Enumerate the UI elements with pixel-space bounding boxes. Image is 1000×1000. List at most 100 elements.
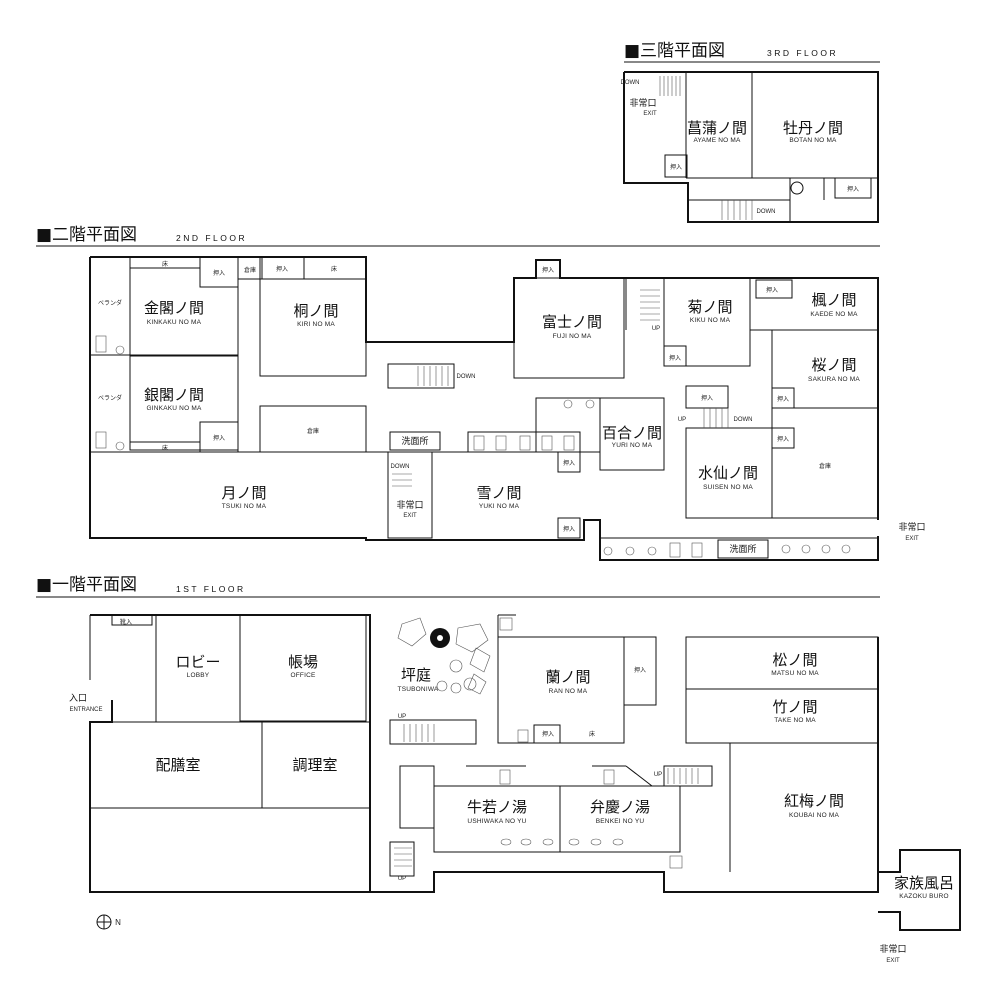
room-take-name: 竹ノ間 xyxy=(772,698,817,716)
room-sakura-name: 桜ノ間 xyxy=(811,356,856,374)
second-up-label-2: UP xyxy=(678,417,686,423)
room-ran-name: 蘭ノ間 xyxy=(545,668,590,686)
compass-north-label: N xyxy=(115,918,121,927)
sakura-oshiire: 押入 xyxy=(777,395,789,403)
room-kiri-name: 桐ノ間 xyxy=(293,302,338,320)
ran-toko: 床 xyxy=(589,730,595,738)
ran-oshiire: 押入 xyxy=(542,730,554,738)
room-sakura-sub: SAKURA NO MA xyxy=(808,376,860,383)
kinkaku-toko: 床 xyxy=(162,260,168,268)
room-haizen-name: 配膳室 xyxy=(155,756,200,774)
first-floor-subtitle: 1ST FLOOR xyxy=(176,584,246,594)
room-office-sub: OFFICE xyxy=(290,672,315,679)
room-kazoku-sub: KAZOKU BURO xyxy=(899,893,949,900)
room-lobby-sub: LOBBY xyxy=(187,672,210,679)
room-benkei-name: 弁慶ノ湯 xyxy=(590,798,650,816)
room-entrance-sub: ENTRANCE xyxy=(69,707,102,713)
room-ayame-name: 菖蒲ノ間 xyxy=(687,119,747,137)
room-ginkaku-name: 銀閣ノ間 xyxy=(144,386,204,404)
second-exit-en-2: EXIT xyxy=(905,536,919,542)
room-ran-sub: RAN NO MA xyxy=(549,688,588,695)
room-yuki-sub: YUKI NO MA xyxy=(479,503,520,510)
room-chouri-name: 調理室 xyxy=(292,756,337,774)
room-suisen-sub: SUISEN NO MA xyxy=(703,484,753,491)
room-ushiwaka-sub: USHIWAKA NO YU xyxy=(467,818,526,825)
veranda-2: ベランダ xyxy=(98,394,122,402)
kinkaku-oshiire: 押入 xyxy=(213,269,225,277)
room-koubai-name: 紅梅ノ間 xyxy=(784,792,844,810)
first-exit-en: EXIT xyxy=(886,958,900,964)
fuji-oshiire: 押入 xyxy=(542,266,554,274)
room-suisen-name: 水仙ノ間 xyxy=(698,464,758,482)
room-fuji-sub: FUJI NO MA xyxy=(553,333,592,340)
garden-stones xyxy=(397,617,491,695)
second-floor-plan: ■二階平面図 2ND FLOOR DOWN UP xyxy=(36,225,926,561)
third-down-label: DOWN xyxy=(621,80,640,86)
room-tsuboniwa-name: 坪庭 xyxy=(401,666,431,684)
third-floor-plan: ■三階平面図 3RD FLOOR DOWN DOWN 非常口 EXIT 菖蒲ノ間… xyxy=(621,41,880,223)
room-kiku-sub: KIKU NO MA xyxy=(690,317,731,324)
second-down-label-3: DOWN xyxy=(391,464,410,470)
first-up-label-2: UP xyxy=(654,772,662,778)
room-kiku-name: 菊ノ間 xyxy=(687,298,732,316)
second-exit-jp-1: 非常口 xyxy=(396,499,423,511)
stair-oshiire: 押入 xyxy=(701,394,713,402)
first-floor-title: ■一階平面図 xyxy=(36,575,137,595)
kaede-oshiire: 押入 xyxy=(766,286,778,294)
third-down-label-2: DOWN xyxy=(757,209,776,215)
room-entrance-name: 入口 xyxy=(69,693,87,704)
room-kaede-sub: KAEDE NO MA xyxy=(810,311,858,318)
room-lobby-name: ロビー xyxy=(175,653,220,671)
kiri-oshiire: 押入 xyxy=(276,265,288,273)
souko-3: 倉庫 xyxy=(819,462,831,470)
second-up-label-1: UP xyxy=(652,326,660,332)
room-tsuboniwa-sub: TSUBONIWA xyxy=(398,686,439,693)
suisen-oshiire: 押入 xyxy=(777,435,789,443)
senmen-2: 洗面所 xyxy=(729,543,756,555)
room-ginkaku-sub: GINKAKU NO MA xyxy=(147,405,202,412)
north-compass-icon xyxy=(96,914,112,930)
room-matsu-name: 松ノ間 xyxy=(772,651,817,669)
first-up-label-1: UP xyxy=(398,714,406,720)
souko-small-1: 倉庫 xyxy=(244,266,256,274)
room-yuki-name: 雪ノ間 xyxy=(476,484,521,502)
room-kazoku-name: 家族風呂 xyxy=(894,874,954,892)
third-oshiire-1: 押入 xyxy=(670,163,682,171)
room-ushiwaka-name: 牛若ノ湯 xyxy=(467,798,527,816)
second-down-label-2: DOWN xyxy=(734,417,753,423)
room-koubai-sub: KOUBAI NO MA xyxy=(789,812,840,819)
third-exit-en: EXIT xyxy=(643,111,657,117)
room-fuji-name: 富士ノ間 xyxy=(542,313,602,331)
second-exit-jp-2: 非常口 xyxy=(898,521,925,533)
senmen-1: 洗面所 xyxy=(401,435,428,447)
first-exit-jp: 非常口 xyxy=(879,943,906,955)
room-botan-name: 牡丹ノ間 xyxy=(783,119,843,137)
room-botan-sub: BOTAN NO MA xyxy=(789,137,837,144)
room-tsuki-sub: TSUKI NO MA xyxy=(222,503,267,510)
ran-oshiire-2: 押入 xyxy=(634,666,646,674)
ginkaku-oshiire: 押入 xyxy=(213,434,225,442)
room-yuri-sub: YURI NO MA xyxy=(612,442,653,449)
third-floor-title: ■三階平面図 xyxy=(624,41,725,61)
yuki-oshiire-1: 押入 xyxy=(563,459,575,467)
room-kinkaku-sub: KINKAKU NO MA xyxy=(147,319,202,326)
second-floor-title: ■二階平面図 xyxy=(36,225,137,245)
room-kiri-sub: KIRI NO MA xyxy=(297,321,335,328)
first-up-label-3: UP xyxy=(398,876,406,882)
room-benkei-sub: BENKEI NO YU xyxy=(596,818,645,825)
room-office-name: 帳場 xyxy=(288,653,318,671)
room-tsuki-name: 月ノ間 xyxy=(221,484,266,502)
room-kinkaku-name: 金閣ノ間 xyxy=(144,299,204,317)
room-kaede-name: 楓ノ間 xyxy=(811,291,856,309)
second-down-label-1: DOWN xyxy=(457,374,476,380)
veranda-1: ベランダ xyxy=(98,299,122,307)
souko-2: 倉庫 xyxy=(307,427,319,435)
yuki-oshiire-2: 押入 xyxy=(563,525,575,533)
first-floor-plan: ■一階平面図 1ST FLOOR UP xyxy=(36,575,961,964)
room-matsu-sub: MATSU NO MA xyxy=(771,670,819,677)
ginkaku-toko: 床 xyxy=(162,444,168,452)
third-floor-subtitle: 3RD FLOOR xyxy=(767,48,838,58)
room-take-sub: TAKE NO MA xyxy=(774,717,816,724)
